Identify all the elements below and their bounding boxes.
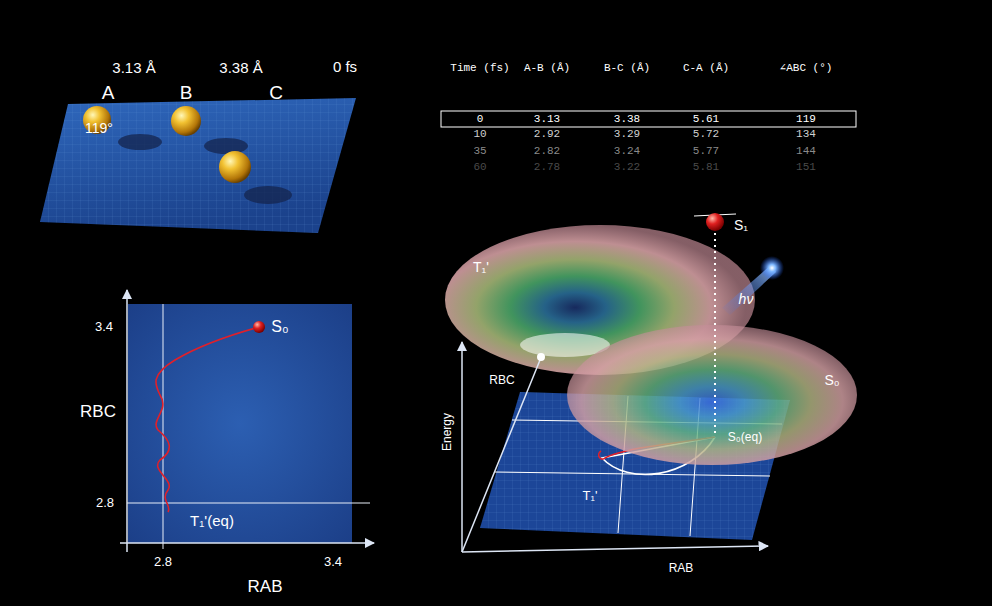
table-cell: 5.77: [693, 145, 719, 157]
atom-label: B: [180, 83, 193, 104]
state-label: S₁: [734, 218, 748, 233]
table-header: ∠ABC (°): [780, 62, 833, 74]
table-header: C-A (Å): [683, 62, 729, 74]
grid-line: [163, 304, 164, 549]
table-cell: 2.78: [534, 161, 560, 173]
axis-title: RAB: [669, 562, 694, 575]
potential-surfaces: [445, 213, 857, 552]
axis-line: [462, 360, 540, 552]
state-label: T₁'(eq): [190, 513, 234, 530]
axis-title: RBC: [80, 403, 116, 422]
table-cell: 35: [473, 145, 486, 157]
state-marker: [253, 321, 265, 333]
table-header: Time (fs): [450, 62, 509, 74]
atom-shadow: [204, 138, 248, 154]
table-cell: 2.92: [534, 128, 560, 140]
state-label: T₁': [583, 489, 598, 503]
atom-shadow: [244, 186, 292, 204]
table-cell: 0: [477, 113, 484, 125]
atom-label: C: [269, 83, 283, 104]
photon-label: hν: [739, 292, 754, 307]
axis-title: Energy: [441, 413, 454, 451]
axis-line: [461, 342, 463, 552]
table-cell: 3.24: [614, 145, 640, 157]
state-label: S₀(eq): [728, 431, 762, 444]
table-cell: 5.72: [693, 128, 719, 140]
light-source: [760, 256, 784, 280]
excited-state-ball: [706, 213, 724, 231]
table-cell: 2.82: [534, 145, 560, 157]
distance-label: 3.38 Å: [219, 60, 262, 77]
angle-label: 119°: [85, 121, 113, 136]
molecule-scene: [40, 98, 356, 233]
axis-tick: 3.4: [95, 320, 113, 334]
table-header: B-C (Å): [604, 62, 650, 74]
axis-end-dot: [537, 353, 545, 361]
table-cell: 3.38: [614, 113, 640, 125]
row-highlight: [441, 111, 856, 127]
excitation-line: [714, 233, 716, 436]
table-cell: 151: [796, 161, 816, 173]
axis-line: [462, 546, 768, 552]
atom-shadow: [118, 134, 162, 150]
axis-tick: 3.4: [324, 555, 342, 569]
table-cell: 5.61: [693, 113, 719, 125]
table-cell: 134: [796, 128, 816, 140]
trajectory-plot: [120, 290, 374, 552]
axis-line: [120, 542, 374, 544]
axis-line: [126, 290, 128, 552]
distance-label: 3.13 Å: [112, 60, 155, 77]
table-cell: 10: [473, 128, 486, 140]
plane-grid: [40, 98, 356, 233]
ground-surface: [567, 325, 857, 465]
surface-label: S₀: [824, 373, 839, 388]
table-header: A-B (Å): [524, 62, 570, 74]
axis-tick: 2.8: [96, 496, 114, 510]
table-cell: 5.81: [693, 161, 719, 173]
table-cell: 60: [473, 161, 486, 173]
trajectory-curve: [156, 327, 259, 512]
grid-line: [127, 503, 370, 504]
table-cell: 119: [796, 113, 816, 125]
table-cell: 3.29: [614, 128, 640, 140]
table-cell: 144: [796, 145, 816, 157]
state-label: S₀: [271, 318, 288, 336]
axis-title: RBC: [489, 374, 514, 387]
table-cell: 3.13: [534, 113, 560, 125]
table-cell: 3.22: [614, 161, 640, 173]
axis-tick: 2.8: [154, 555, 172, 569]
axis-title: RAB: [248, 578, 283, 597]
time-label: 0 fs: [333, 59, 357, 76]
atom-sphere: [171, 106, 201, 136]
ground-plane: [40, 98, 356, 233]
plot-panel: [128, 304, 352, 543]
atom-label: A: [102, 83, 115, 104]
surface-label: T₁': [473, 260, 489, 275]
atom-sphere: [219, 151, 251, 183]
